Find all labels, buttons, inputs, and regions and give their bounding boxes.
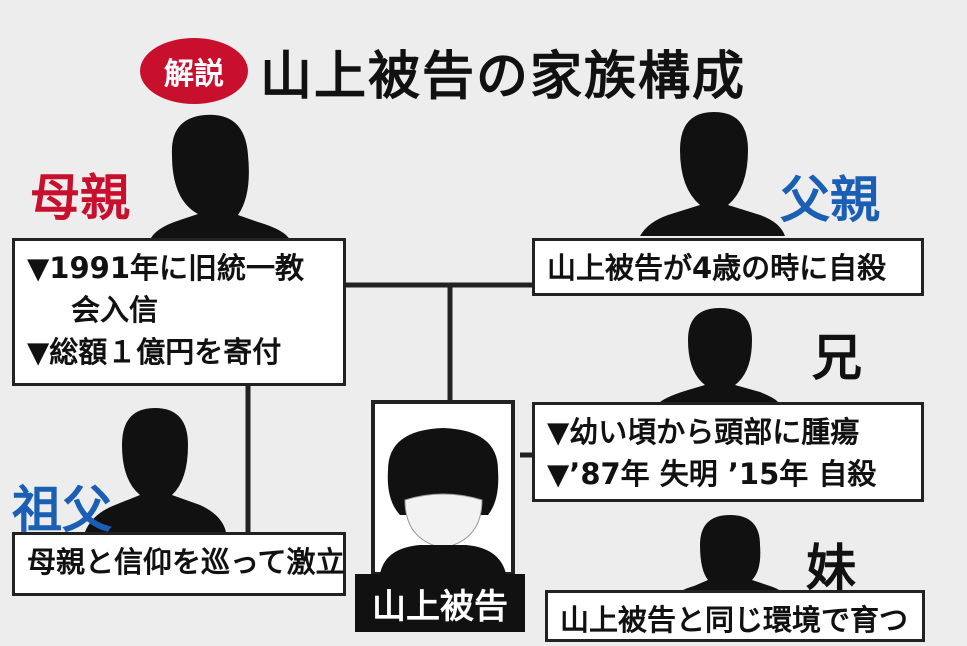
header: 解説 山上被告の家族構成 xyxy=(140,28,840,108)
father-info-box: 山上被告が4歳の時に自殺 xyxy=(532,238,924,296)
mother-role-label: 母親 xyxy=(30,169,130,227)
sister-role-label: 妹 xyxy=(806,539,856,597)
brother-info-line-1: ▼幼い頃から頭部に腫瘍 xyxy=(547,415,860,449)
father-role-label: 父親 xyxy=(780,171,880,229)
mother-info-line-2: 会入信 xyxy=(71,293,159,328)
sister-silhouette-icon xyxy=(676,515,784,595)
connector-lines xyxy=(245,282,532,535)
defendant-label: 山上被告 xyxy=(355,574,525,632)
brother-info-box: ▼幼い頃から頭部に腫瘍 ▼’87年 失明 ’15年 自殺 xyxy=(532,402,924,502)
brother-role-label: 兄 xyxy=(812,329,862,387)
grandfather-info-line-1: 母親と信仰を巡って激立 xyxy=(27,545,345,579)
page-title: 山上被告の家族構成 xyxy=(260,47,747,107)
explanation-badge: 解説 xyxy=(140,38,248,104)
grandfather-silhouette-icon xyxy=(85,408,226,532)
mother-info-line-1: ▼1991年に旧統一教 xyxy=(27,251,305,285)
sister-info-line-1: 山上被告と同じ環境で育つ xyxy=(560,603,909,637)
brother-info-line-2: ▼’87年 失明 ’15年 自殺 xyxy=(547,457,877,492)
masked-person-icon xyxy=(380,428,506,574)
father-silhouette-icon xyxy=(640,112,785,236)
grandfather-info-box: 母親と信仰を巡って激立 xyxy=(12,532,346,596)
grandfather-role-label: 祖父 xyxy=(12,481,112,539)
mother-silhouette-icon xyxy=(150,114,290,240)
brother-silhouette-icon xyxy=(660,308,778,402)
mother-info-box: ▼1991年に旧統一教 会入信 ▼総額１億円を寄付 xyxy=(12,238,346,386)
father-info-line-1: 山上被告が4歳の時に自殺 xyxy=(547,251,887,285)
sister-info-box: 山上被告と同じ環境で育つ xyxy=(545,590,925,642)
mother-info-line-3: ▼総額１億円を寄付 xyxy=(27,335,282,370)
